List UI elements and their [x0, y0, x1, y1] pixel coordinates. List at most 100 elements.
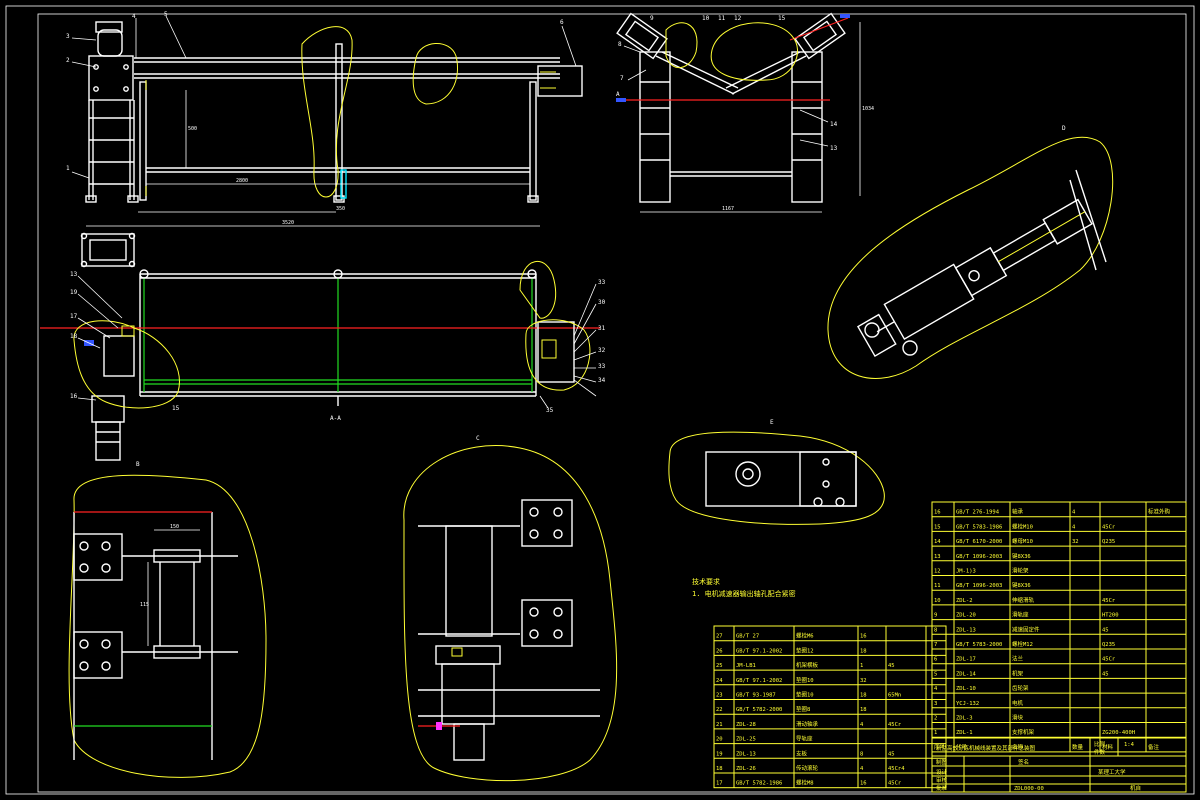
parts-upper-r2-c1: GB/T 6170-2000	[956, 539, 1002, 545]
parts-upper-r6-c4: 45Cr	[1102, 598, 1116, 604]
parts-upper-r3-c2: 键8X36	[1012, 552, 1031, 560]
parts-upper-header-c3: 数量	[1072, 743, 1084, 751]
balloon-front-5: 5	[164, 11, 168, 18]
balloon-plan-16: 16	[70, 393, 78, 400]
parts-lower-r5-c0: 22	[716, 707, 723, 713]
parts-lower-r9-c4: 45Cr4	[888, 766, 905, 772]
parts-upper-r0-c1: GB/T 276-1994	[956, 510, 1000, 516]
detail-view-b: B 150 115	[68, 461, 267, 778]
parts-upper-r6-c0: 10	[934, 598, 941, 604]
parts-upper-r4-c0: 12	[934, 569, 941, 575]
parts-upper-r13-c2: 电机	[1012, 699, 1024, 707]
parts-upper-r15-c4: ZG200-400H	[1102, 730, 1135, 736]
parts-lower-r7-c2: 导轨座	[796, 735, 813, 743]
parts-lower-r4-c1: GB/T 93-1987	[736, 693, 776, 699]
parts-upper-r0-c5: 标准外购	[1148, 508, 1171, 516]
parts-lower-r8-c1: ZDL-13	[736, 751, 756, 757]
parts-upper-r13-c0: 3	[934, 701, 937, 707]
balloon-plan-33a: 33	[598, 279, 606, 286]
dim-side-width: 1167	[722, 206, 734, 212]
parts-upper-r13-c1: YCJ-132	[956, 701, 979, 707]
parts-upper-r9-c1: GB/T 5783-2000	[956, 642, 1002, 648]
parts-upper-r10-c4: 45Cr	[1102, 657, 1116, 663]
parts-lower-r5-c3: 18	[860, 707, 867, 713]
parts-lower-r10-c4: 45Cr	[888, 781, 902, 787]
view-label-detail-b: B	[136, 461, 140, 468]
parts-lower-r7-c0: 20	[716, 737, 723, 743]
parts-lower-r6-c0: 21	[716, 722, 723, 728]
parts-upper-r9-c2: 螺栓M12	[1012, 640, 1033, 648]
parts-upper-r7-c2: 滑轨座	[1012, 611, 1029, 619]
parts-upper-r7-c0: 9	[934, 613, 937, 619]
balloon-front-1: 1	[66, 165, 70, 172]
title-checker-label: 审核	[936, 776, 948, 784]
parts-lower-r1-c3: 18	[860, 648, 867, 654]
plan-view: A-A 13 19 17 18 16 15 33 30 31 32 33 34 …	[40, 232, 606, 461]
parts-lower-r5-c1: GB/T 5782-2000	[736, 707, 782, 713]
title-drawer-label: 制图	[936, 758, 948, 766]
technical-notes: 技术要求 1. 电机减速器输出轴孔配合紧密	[692, 577, 796, 598]
parts-upper-r1-c0: 15	[934, 524, 941, 530]
parts-upper-r8-c2: 减速固定件	[1012, 625, 1040, 633]
parts-lower-r2-c0: 25	[716, 663, 723, 669]
parts-lower-r6-c2: 滑动轴承	[796, 720, 819, 728]
title-scale-label: 比例	[1094, 740, 1106, 748]
parts-upper-r4-c1: JM-1)3	[956, 569, 976, 575]
parts-lower-r3-c0: 24	[716, 678, 723, 684]
parts-upper-r2-c4: Q235	[1102, 539, 1115, 545]
parts-upper-r9-c0: 7	[934, 642, 937, 648]
balloon-plan-30: 30	[598, 299, 606, 306]
parts-upper-r8-c1: ZDL-13	[956, 627, 976, 633]
dim-detail-width: 150	[170, 524, 179, 530]
dim-detail-height: 115	[140, 602, 149, 608]
parts-upper-r14-c1: ZDL-3	[956, 716, 973, 722]
parts-lower-r10-c2: 螺栓M8	[796, 779, 814, 787]
title-scale-value: 1:4	[1124, 742, 1135, 748]
parts-lower-r6-c4: 45Cr	[888, 722, 902, 728]
title-name-value: 签名	[1018, 758, 1029, 766]
parts-lower-r10-c3: 16	[860, 781, 867, 787]
parts-upper-r14-c2: 滑块	[1012, 714, 1024, 722]
parts-lower-r6-c1: ZDL-28	[736, 722, 756, 728]
balloon-side-9: 9	[650, 15, 654, 22]
parts-upper-r12-c1: ZDL-10	[956, 686, 976, 692]
parts-lower-r4-c3: 18	[860, 693, 867, 699]
parts-upper-r4-c2: 滑轮架	[1012, 567, 1029, 575]
parts-lower-r4-c4: 65Mn	[888, 693, 901, 699]
parts-upper-r10-c0: 6	[934, 657, 937, 663]
parts-upper-r0-c2: 轴承	[1012, 508, 1024, 516]
parts-lower-r7-c1: ZDL-25	[736, 737, 756, 743]
parts-upper-r8-c0: 8	[934, 627, 937, 633]
detail-view-c: C	[403, 435, 618, 782]
title-drawing-no: ZDL000-00	[1014, 786, 1044, 792]
parts-upper-r3-c0: 13	[934, 554, 941, 560]
balloon-front-4: 4	[132, 13, 136, 20]
parts-lower-r2-c2: 机架横板	[796, 661, 819, 669]
parts-lower-r3-c3: 32	[860, 678, 867, 684]
parts-lower-r10-c1: GB/T 5782-1986	[736, 781, 782, 787]
front-view: 3520 2800 500 350 1 2 3 4 5 6	[66, 11, 583, 227]
parts-upper-r1-c2: 螺栓M10	[1012, 522, 1033, 530]
parts-lower-r6-c3: 4	[860, 722, 864, 728]
balloon-side-11: 11	[718, 15, 726, 22]
parts-upper-r0-c3: 4	[1072, 510, 1076, 516]
parts-upper-r11-c1: ZDL-14	[956, 671, 977, 677]
balloon-plan-13: 13	[70, 271, 78, 278]
parts-upper-header-c0: 序号	[934, 743, 946, 751]
side-view: 1167 1034 A 7 8 9 10 11 12 13 14 15	[616, 12, 874, 213]
parts-upper-header-c4: 材料	[1102, 743, 1114, 751]
title-school: 某理工大学	[1098, 768, 1126, 776]
balloon-front-3: 3	[66, 33, 70, 40]
balloon-plan-19: 19	[70, 289, 78, 296]
balloon-front-6: 6	[560, 19, 564, 26]
dim-side-height: 1034	[862, 106, 874, 112]
parts-upper-header-c5: 备注	[1148, 743, 1160, 751]
view-label-detail-c: C	[476, 435, 480, 442]
parts-upper-r2-c2: 螺母M10	[1012, 537, 1033, 545]
drawing-frame	[5, 5, 1195, 795]
dim-front-inner: 2800	[236, 178, 248, 184]
balloon-side-8: 8	[618, 41, 622, 48]
